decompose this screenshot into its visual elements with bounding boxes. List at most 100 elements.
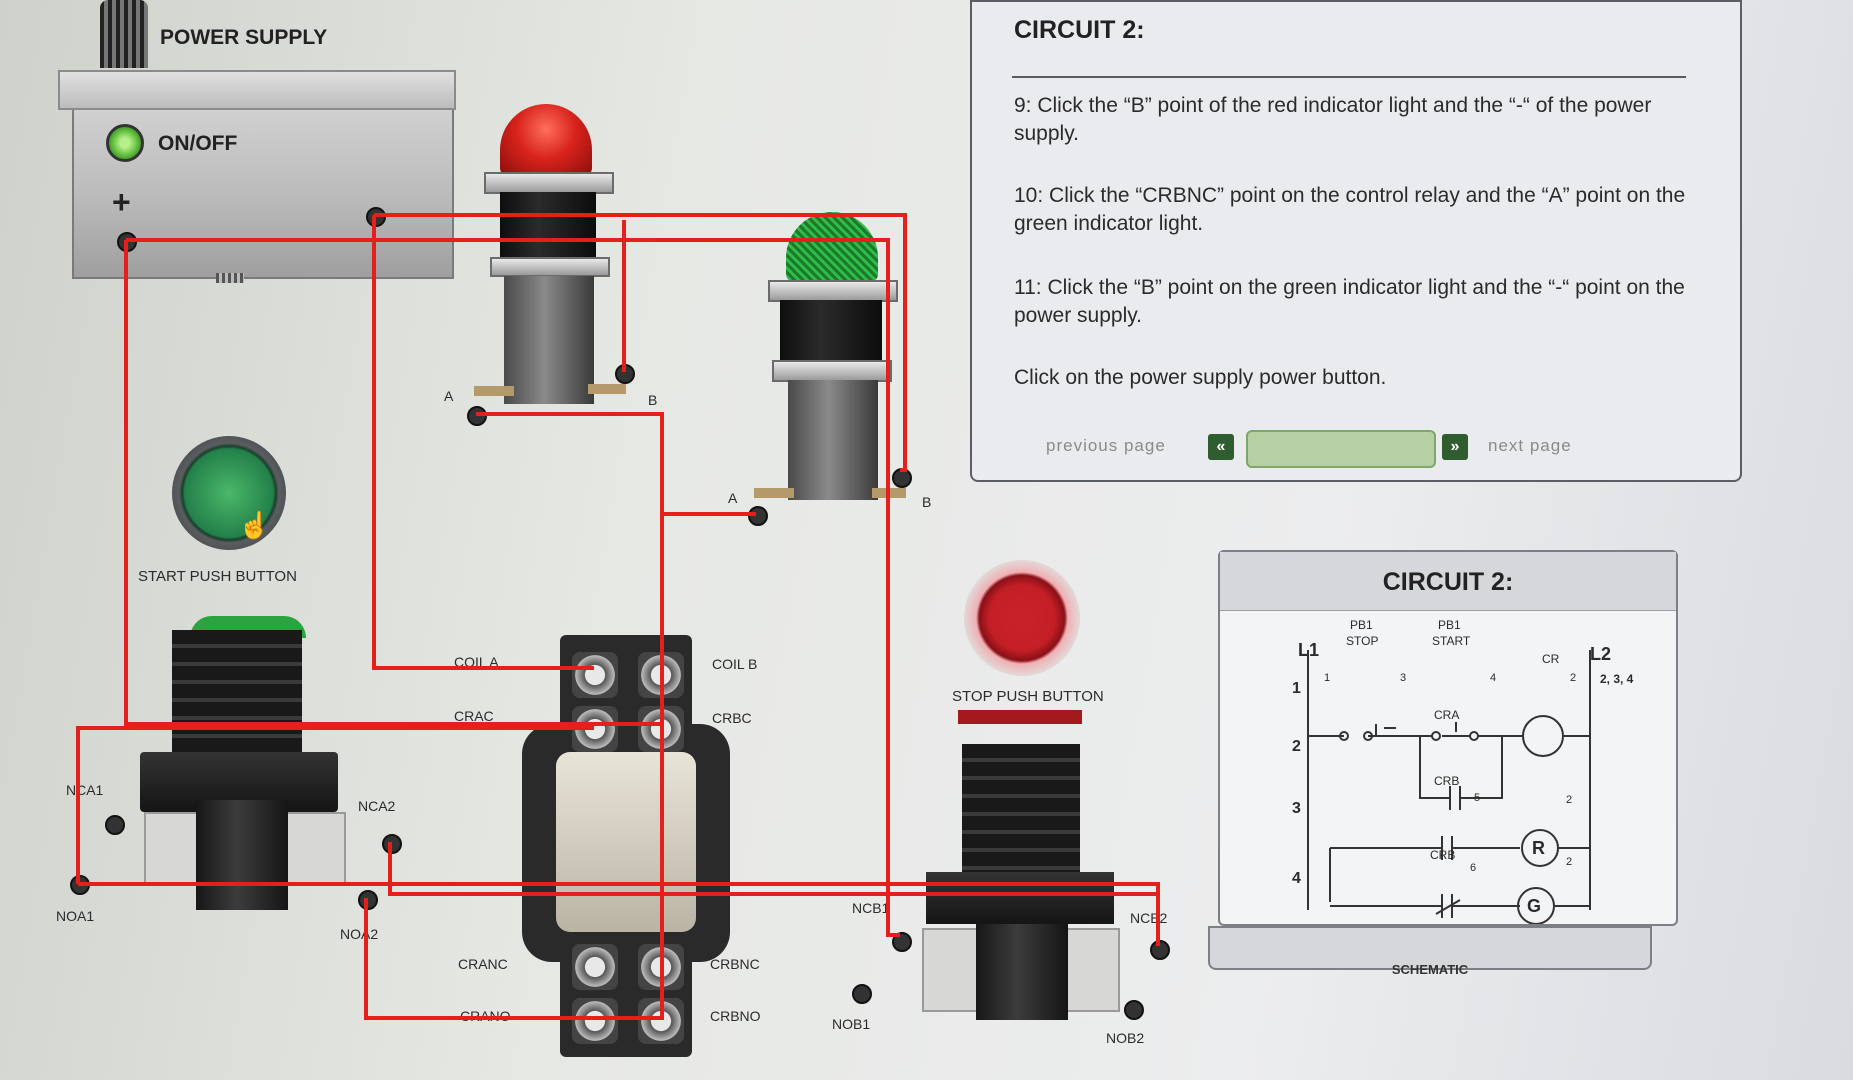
nca2-label: NCA2 (358, 798, 396, 814)
pb-stop-contact-b (1363, 731, 1373, 741)
pb1-stop-sub: STOP (1346, 634, 1379, 648)
next-page-icon[interactable]: » (1442, 434, 1468, 460)
red-lamp-ring (484, 172, 614, 194)
power-supply-fan-icon (100, 0, 148, 68)
crac-terminal[interactable] (572, 706, 618, 752)
nob2-label: NOB2 (1106, 1030, 1145, 1046)
start-button-body (172, 630, 302, 756)
previous-page-link[interactable]: previous page (1046, 436, 1166, 455)
nca2-terminal[interactable] (382, 834, 402, 854)
red-lamp-a-label: A (444, 388, 454, 404)
red-lamp-dome (500, 104, 592, 176)
red-lamp-b-label: B (648, 392, 658, 408)
green-lamp-lead-b (872, 488, 906, 498)
red-lamp-socket (504, 276, 594, 404)
instruction-step-power: Click on the power supply power button. (1014, 366, 1387, 389)
red-lamp-lead-b (588, 384, 626, 394)
crbc-label: CRBC (712, 710, 752, 726)
power-supply-vent (216, 273, 244, 283)
crbc-terminal[interactable] (638, 706, 684, 752)
red-lamp-ring-lower (490, 257, 610, 277)
crb-nc-label: CRB (1430, 848, 1456, 862)
wire-number-2-r3: 2 (1566, 794, 1573, 806)
crbnc-label: CRBNC (710, 956, 760, 972)
cra-contact (1419, 736, 1503, 810)
schematic-title: CIRCUIT 2: (1382, 568, 1514, 596)
ncb1-label: NCB1 (852, 900, 890, 916)
rung-2-number: 2 (1292, 738, 1301, 755)
power-supply-minus-terminal[interactable] (366, 207, 386, 227)
crano-terminal[interactable] (572, 998, 618, 1044)
nca1-label: NCA1 (66, 782, 104, 798)
previous-page-icon[interactable]: « (1208, 434, 1234, 460)
wire-number-2-r1: 2 (1570, 672, 1577, 684)
cranc-label: CRANC (458, 956, 508, 972)
instruction-step-11: 11: Click the “B” point on the green ind… (1014, 276, 1685, 327)
wire-number-2-r4: 2 (1566, 856, 1573, 868)
stop-push-button-label: STOP PUSH BUTTON (952, 688, 1104, 705)
green-lamp-socket (788, 380, 878, 500)
noa2-label: NOA2 (340, 926, 379, 942)
schematic-panel: CIRCUIT 2: L1 L2 PB1 STOP PB1 START CR C… (1218, 550, 1678, 926)
l2-label: L2 (1590, 644, 1612, 664)
stop-button-body (962, 744, 1080, 872)
crano-label: CRANO (460, 1008, 511, 1024)
power-supply-plus-terminal[interactable] (117, 232, 137, 252)
next-page-link[interactable]: next page (1488, 436, 1572, 455)
cr-coil (1522, 715, 1564, 757)
stop-button-cap (958, 710, 1082, 724)
crb-no-contact (1329, 836, 1520, 902)
schematic-tab[interactable]: SCHEMATIC (1208, 926, 1652, 977)
cra-label: CRA (1434, 708, 1460, 722)
green-lamp-terminal-b[interactable] (892, 468, 912, 488)
green-lamp-lead-a (754, 488, 794, 498)
ncb2-terminal[interactable] (1150, 940, 1170, 960)
cranc-terminal[interactable] (572, 944, 618, 990)
green-lamp-dome (786, 212, 878, 282)
hand-cursor-icon: ☝ (238, 510, 271, 540)
crb-nc-contact (1330, 894, 1520, 918)
nob2-terminal[interactable] (1124, 1000, 1144, 1020)
noa1-label: NOA1 (56, 908, 95, 924)
nca1-terminal[interactable] (105, 815, 125, 835)
l1-label: L1 (1298, 640, 1320, 660)
red-lamp-terminal-b[interactable] (615, 364, 635, 384)
crbno-terminal[interactable] (638, 998, 684, 1044)
noa1-terminal[interactable] (70, 875, 90, 895)
coil-b-terminal[interactable] (638, 652, 684, 698)
ncb1-terminal[interactable] (892, 932, 912, 952)
nob1-terminal[interactable] (852, 984, 872, 1004)
power-supply-lid (58, 70, 456, 110)
crbno-label: CRBNO (710, 1008, 761, 1024)
crbnc-terminal[interactable] (638, 944, 684, 990)
relay-window (556, 752, 696, 932)
stop-push-button[interactable] (964, 560, 1080, 676)
plus-label: + (112, 184, 131, 220)
wire-number-4: 4 (1490, 672, 1497, 684)
green-lamp-ring-lower (772, 360, 892, 382)
title-divider (1012, 76, 1686, 78)
power-button-label: ON/OFF (158, 132, 238, 155)
wire-number-6: 6 (1470, 862, 1477, 874)
red-lamp-terminal-a[interactable] (467, 406, 487, 426)
pb-stop-contact-a (1339, 731, 1349, 741)
green-lamp-terminal-a[interactable] (748, 506, 768, 526)
l2-contact-refs: 2, 3, 4 (1600, 672, 1634, 686)
power-button[interactable] (106, 124, 144, 162)
schematic-diagram (1307, 650, 1591, 924)
coil-a-terminal[interactable] (572, 652, 618, 698)
instruction-step-9: 9: Click the “B” point of the red indica… (1014, 94, 1652, 145)
progress-bar (1246, 430, 1436, 468)
pb1-stop-label: PB1 (1350, 618, 1373, 632)
cr-label: CR (1542, 652, 1560, 666)
start-push-button-label: START PUSH BUTTON (138, 568, 297, 585)
rung-4-number: 4 (1292, 870, 1301, 887)
coil-b-label: COIL B (712, 656, 758, 672)
pb1-start-sub: START (1432, 634, 1471, 648)
instruction-title: CIRCUIT 2: (1014, 16, 1145, 44)
green-lamp-ring (768, 280, 898, 302)
noa2-terminal[interactable] (358, 890, 378, 910)
ncb2-label: NCB2 (1130, 910, 1168, 926)
rung-1 (1308, 722, 1590, 737)
wire-number-5: 5 (1474, 792, 1481, 804)
